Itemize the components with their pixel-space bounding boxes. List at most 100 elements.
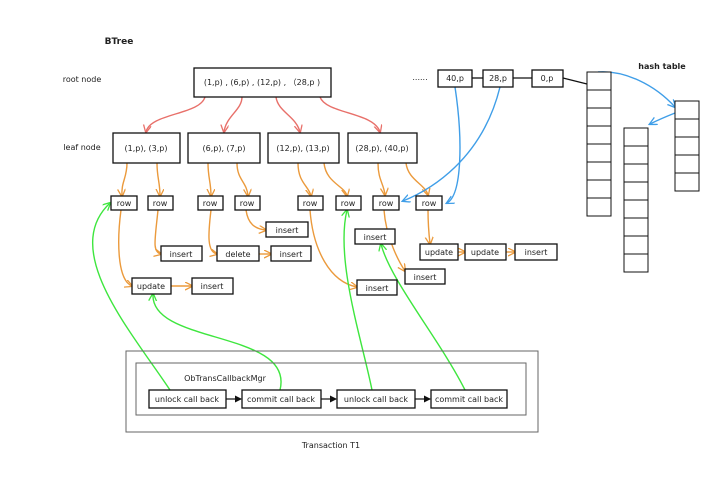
insert-box-7-label: insert xyxy=(201,282,224,291)
hash-bucket-cell xyxy=(674,172,700,192)
hash-entry-40p: 40,p xyxy=(437,69,473,88)
hash-bucket-cell xyxy=(623,235,649,255)
row3-to-delete-link xyxy=(208,209,217,254)
delete-box-label: delete xyxy=(225,250,250,259)
row-box-5-label: row xyxy=(303,199,318,208)
hash-bucket-cell xyxy=(586,143,612,163)
commit1-to-update-link xyxy=(153,294,282,391)
row1-to-update-link xyxy=(118,209,132,286)
insert-box-8-label: insert xyxy=(366,284,389,293)
row-chain-links xyxy=(118,162,515,287)
row-box-7: row xyxy=(372,195,400,211)
leaf3-to-row5-link xyxy=(297,162,311,196)
row8-to-update-link xyxy=(428,209,430,244)
row5-to-insert-link xyxy=(309,209,357,287)
hash-bucket-cell xyxy=(586,89,612,109)
hash-bucket-cell xyxy=(623,217,649,237)
row-box-1: row xyxy=(110,195,138,211)
row-box-2-label: row xyxy=(153,199,168,208)
leaf2-to-row4-link xyxy=(236,162,248,196)
leaf4-to-row8-link xyxy=(405,162,428,195)
row-box-8-label: row xyxy=(422,199,437,208)
root-node: (1,p) , (6,p) , (12,p) , （28,p ) xyxy=(193,67,332,98)
unlock-callback-2: unlock call back xyxy=(336,389,416,409)
leaf4-to-row7-link xyxy=(377,162,385,195)
hash-entry-0p: 0,p xyxy=(531,69,564,88)
root-node-label: root node xyxy=(63,75,102,84)
row4-to-insert-link xyxy=(245,209,266,230)
hash-bucket-cell xyxy=(623,199,649,219)
hash-28p-to-row-link xyxy=(403,86,501,201)
hash-table xyxy=(586,71,700,273)
transaction-t1: ObTransCallbackMgr Transaction T1 unlock… xyxy=(125,350,539,450)
insert-box-4: insert xyxy=(270,245,312,262)
hash-bucket-cell xyxy=(623,127,649,147)
insert-box-2-label: insert xyxy=(364,233,387,242)
insert-box-4-label: insert xyxy=(280,250,303,259)
unlock1-to-row1-link xyxy=(91,203,171,391)
leaf1-to-row2-link xyxy=(157,162,160,196)
row-box-3-label: row xyxy=(203,199,218,208)
hash-bucket-cell xyxy=(586,179,612,199)
root-node-keys: (1,p) , (6,p) , (12,p) , （28,p ) xyxy=(204,78,320,87)
update-box-3: update xyxy=(464,243,507,261)
hash-bucket-cell xyxy=(586,197,612,217)
hash-chain-ellipsis: ...... xyxy=(412,73,427,82)
leaf-node-3-keys: (12,p), (13,p) xyxy=(276,144,329,153)
root-to-leaf-1-link xyxy=(146,96,206,132)
row-box-2: row xyxy=(147,195,174,211)
row-box-5: row xyxy=(297,195,324,211)
row-box-8: row xyxy=(415,195,443,211)
insert-box-3-label: insert xyxy=(170,250,193,259)
callback-manager-label: ObTransCallbackMgr xyxy=(184,374,266,383)
insert-box-5: insert xyxy=(514,243,558,261)
hash-reference-links xyxy=(403,71,676,203)
hash-bucket-cell xyxy=(623,253,649,273)
leaf-node-label: leaf node xyxy=(63,143,100,152)
unlock2-to-row6-link xyxy=(344,210,373,391)
row-box-4-label: row xyxy=(240,199,255,208)
update-box-1-label: update xyxy=(137,282,165,291)
hash-table-label: hash table xyxy=(638,62,686,71)
callback-reference-links xyxy=(91,203,466,391)
leaf-node-3: (12,p), (13,p) xyxy=(267,132,340,164)
update-box-3-label: update xyxy=(471,248,499,257)
hash-entry-40p-label: 40,p xyxy=(446,74,464,83)
commit-callback-1-label: commit call back xyxy=(247,395,315,404)
hash-bucket-cell xyxy=(623,145,649,165)
insert-box-2: insert xyxy=(354,228,396,245)
row7-to-insert-link xyxy=(383,209,405,271)
update-box-1: update xyxy=(131,277,172,295)
commit-callback-1: commit call back xyxy=(241,389,322,409)
row-box-1-label: row xyxy=(117,199,132,208)
insert-box-5-label: insert xyxy=(525,248,548,257)
hash-40p-to-row-link xyxy=(447,86,461,203)
root-to-leaf-links xyxy=(146,96,380,132)
hash-bucket-column-middle xyxy=(623,127,649,273)
unlock-callback-1-label: unlock call back xyxy=(155,395,220,404)
row-box-6-label: row xyxy=(341,199,356,208)
commit2-to-insert-link xyxy=(381,244,466,391)
unlock-callback-1: unlock call back xyxy=(148,389,227,409)
commit-callback-2-label: commit call back xyxy=(435,395,503,404)
root-to-leaf-2-link xyxy=(224,96,243,132)
hash-bucket-cell xyxy=(623,181,649,201)
hash-chain-link-3 xyxy=(562,77,588,85)
hash-entry-28p-label: 28,p xyxy=(489,74,507,83)
leaf2-to-row3-link xyxy=(208,162,211,196)
row-box-4: row xyxy=(234,195,261,211)
hash-bucket-cell xyxy=(674,154,700,174)
hash-table-chain-link xyxy=(650,112,676,124)
insert-box-8: insert xyxy=(356,279,398,296)
hash-bucket-cell xyxy=(623,163,649,183)
leaf-node-2-keys: (6,p), (7,p) xyxy=(203,144,246,153)
row-box-7-label: row xyxy=(379,199,394,208)
insert-box-6: insert xyxy=(404,268,446,285)
insert-box-7: insert xyxy=(191,277,234,295)
update-box-2: update xyxy=(419,243,459,261)
insert-box-3: insert xyxy=(160,245,203,262)
leaf1-to-row1-link xyxy=(122,162,128,196)
hash-bucket-cell xyxy=(586,71,612,91)
hash-bucket-column-main xyxy=(586,71,612,217)
